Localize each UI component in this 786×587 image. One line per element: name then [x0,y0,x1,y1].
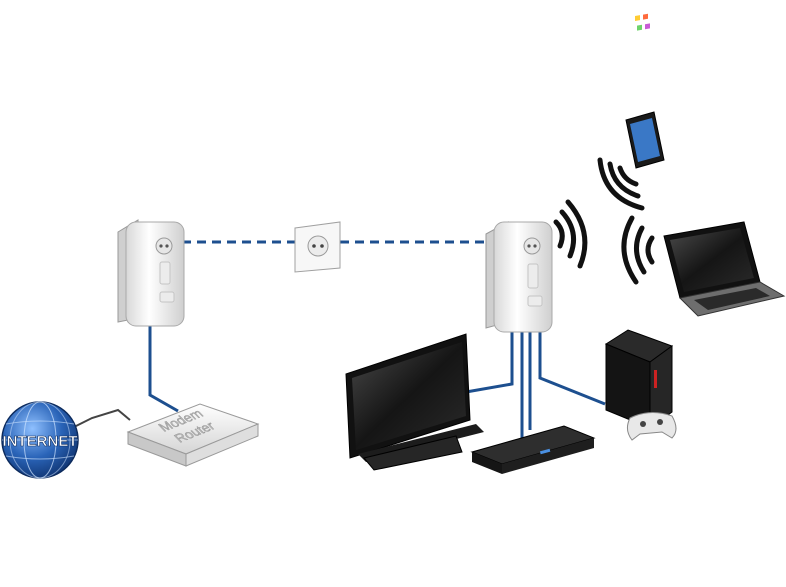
wifi-waves-icon [553,199,588,269]
cables [148,240,606,438]
smartphone-icon [625,13,665,169]
powerline-adapter-wifi-icon [485,221,553,333]
game-console-icon [604,329,674,429]
tv-icon [345,333,484,471]
gamepad-icon [626,412,677,441]
set-top-box-icon [470,425,596,474]
cable-internet-to-router [71,408,131,429]
powerline-adapter-icon [117,219,185,327]
internet-label: INTERNET [3,433,78,450]
cable-to-tv [465,330,514,394]
wifi-waves-laptop-icon [621,215,655,285]
wall-socket-icon [294,221,341,273]
globe-icon: INTERNET [1,401,79,479]
cable-to-console [538,330,606,406]
wifi-waves-phone-icon [597,157,645,211]
cable-adapter-to-router [148,325,179,413]
modem-router-icon: Modem Router [126,403,260,467]
laptop-icon [663,221,786,317]
